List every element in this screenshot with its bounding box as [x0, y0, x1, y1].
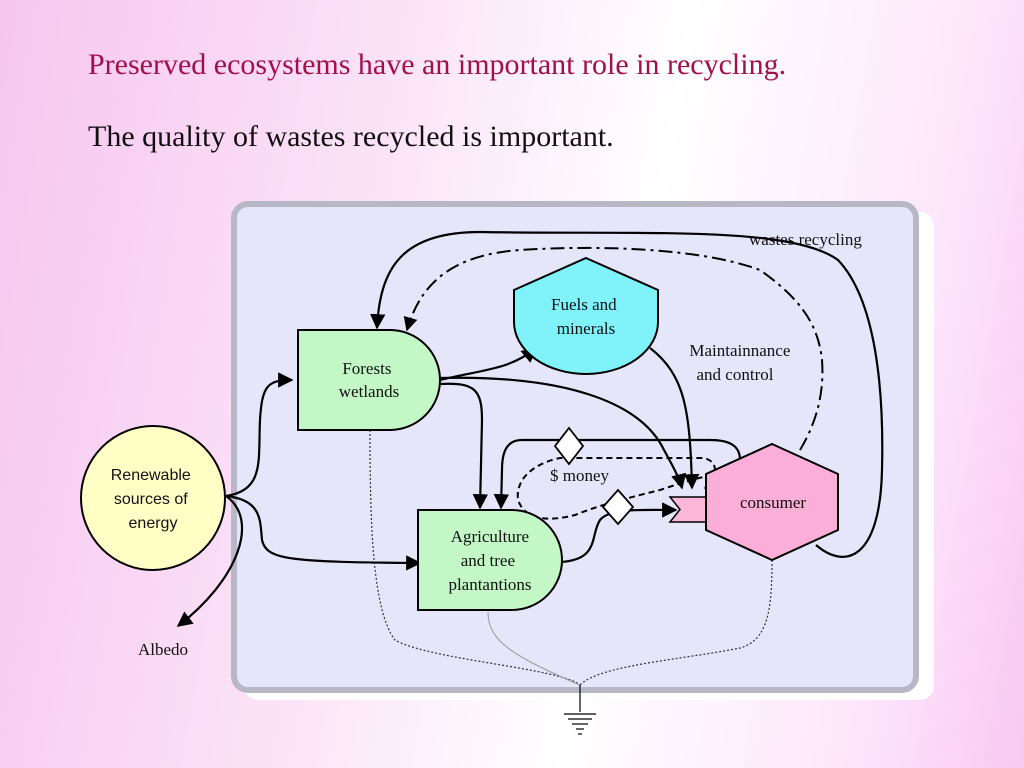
wastes-recycling-arrow — [370, 230, 884, 558]
source-to-albedo-arrow — [176, 495, 243, 627]
source-to-forests-arrow — [225, 372, 294, 498]
money-label: $ money — [550, 466, 610, 485]
renewable-sources-node — [80, 425, 226, 571]
heat-sink-icon — [564, 713, 596, 735]
source-to-agriculture-arrow — [225, 494, 422, 571]
fuels-minerals-label: Fuels and minerals — [551, 295, 621, 338]
heat-sink-flows — [369, 429, 773, 686]
maintenance-control-label: Maintainnance and control — [689, 341, 794, 384]
agriculture-label: Agriculture and tree plantantions — [448, 527, 533, 594]
money-flow-arrow — [493, 438, 742, 510]
consumer-label: consumer — [740, 493, 806, 512]
forests-to-consumer-arrow — [439, 376, 687, 490]
dashed-money-loop — [516, 457, 743, 520]
agriculture-node — [417, 509, 564, 611]
forests-to-agriculture-arrow — [439, 382, 489, 510]
maintenance-control-arrow — [403, 246, 824, 451]
consumer-node — [705, 442, 839, 562]
agriculture-to-consumer-arrow — [559, 502, 678, 564]
money-transaction-diamond — [553, 426, 585, 466]
renewable-sources-label: Renewable sources of energy — [111, 467, 196, 532]
forests-wetlands-label: Forests wetlands — [339, 359, 399, 401]
fuels-minerals-node — [513, 256, 659, 375]
slide-title: Preserved ecosystems have an important r… — [88, 48, 787, 81]
agriculture-heat-flow — [487, 611, 581, 686]
fuels-to-consumer-arrow — [649, 347, 700, 490]
forests-wetlands-node — [297, 329, 442, 431]
slide-subtitle: The quality of wastes recycled is import… — [88, 120, 614, 153]
albedo-label: Albedo — [138, 640, 188, 659]
wastes-recycling-label: wastes recycling — [749, 230, 862, 249]
purchase-transaction-diamond — [601, 488, 635, 526]
